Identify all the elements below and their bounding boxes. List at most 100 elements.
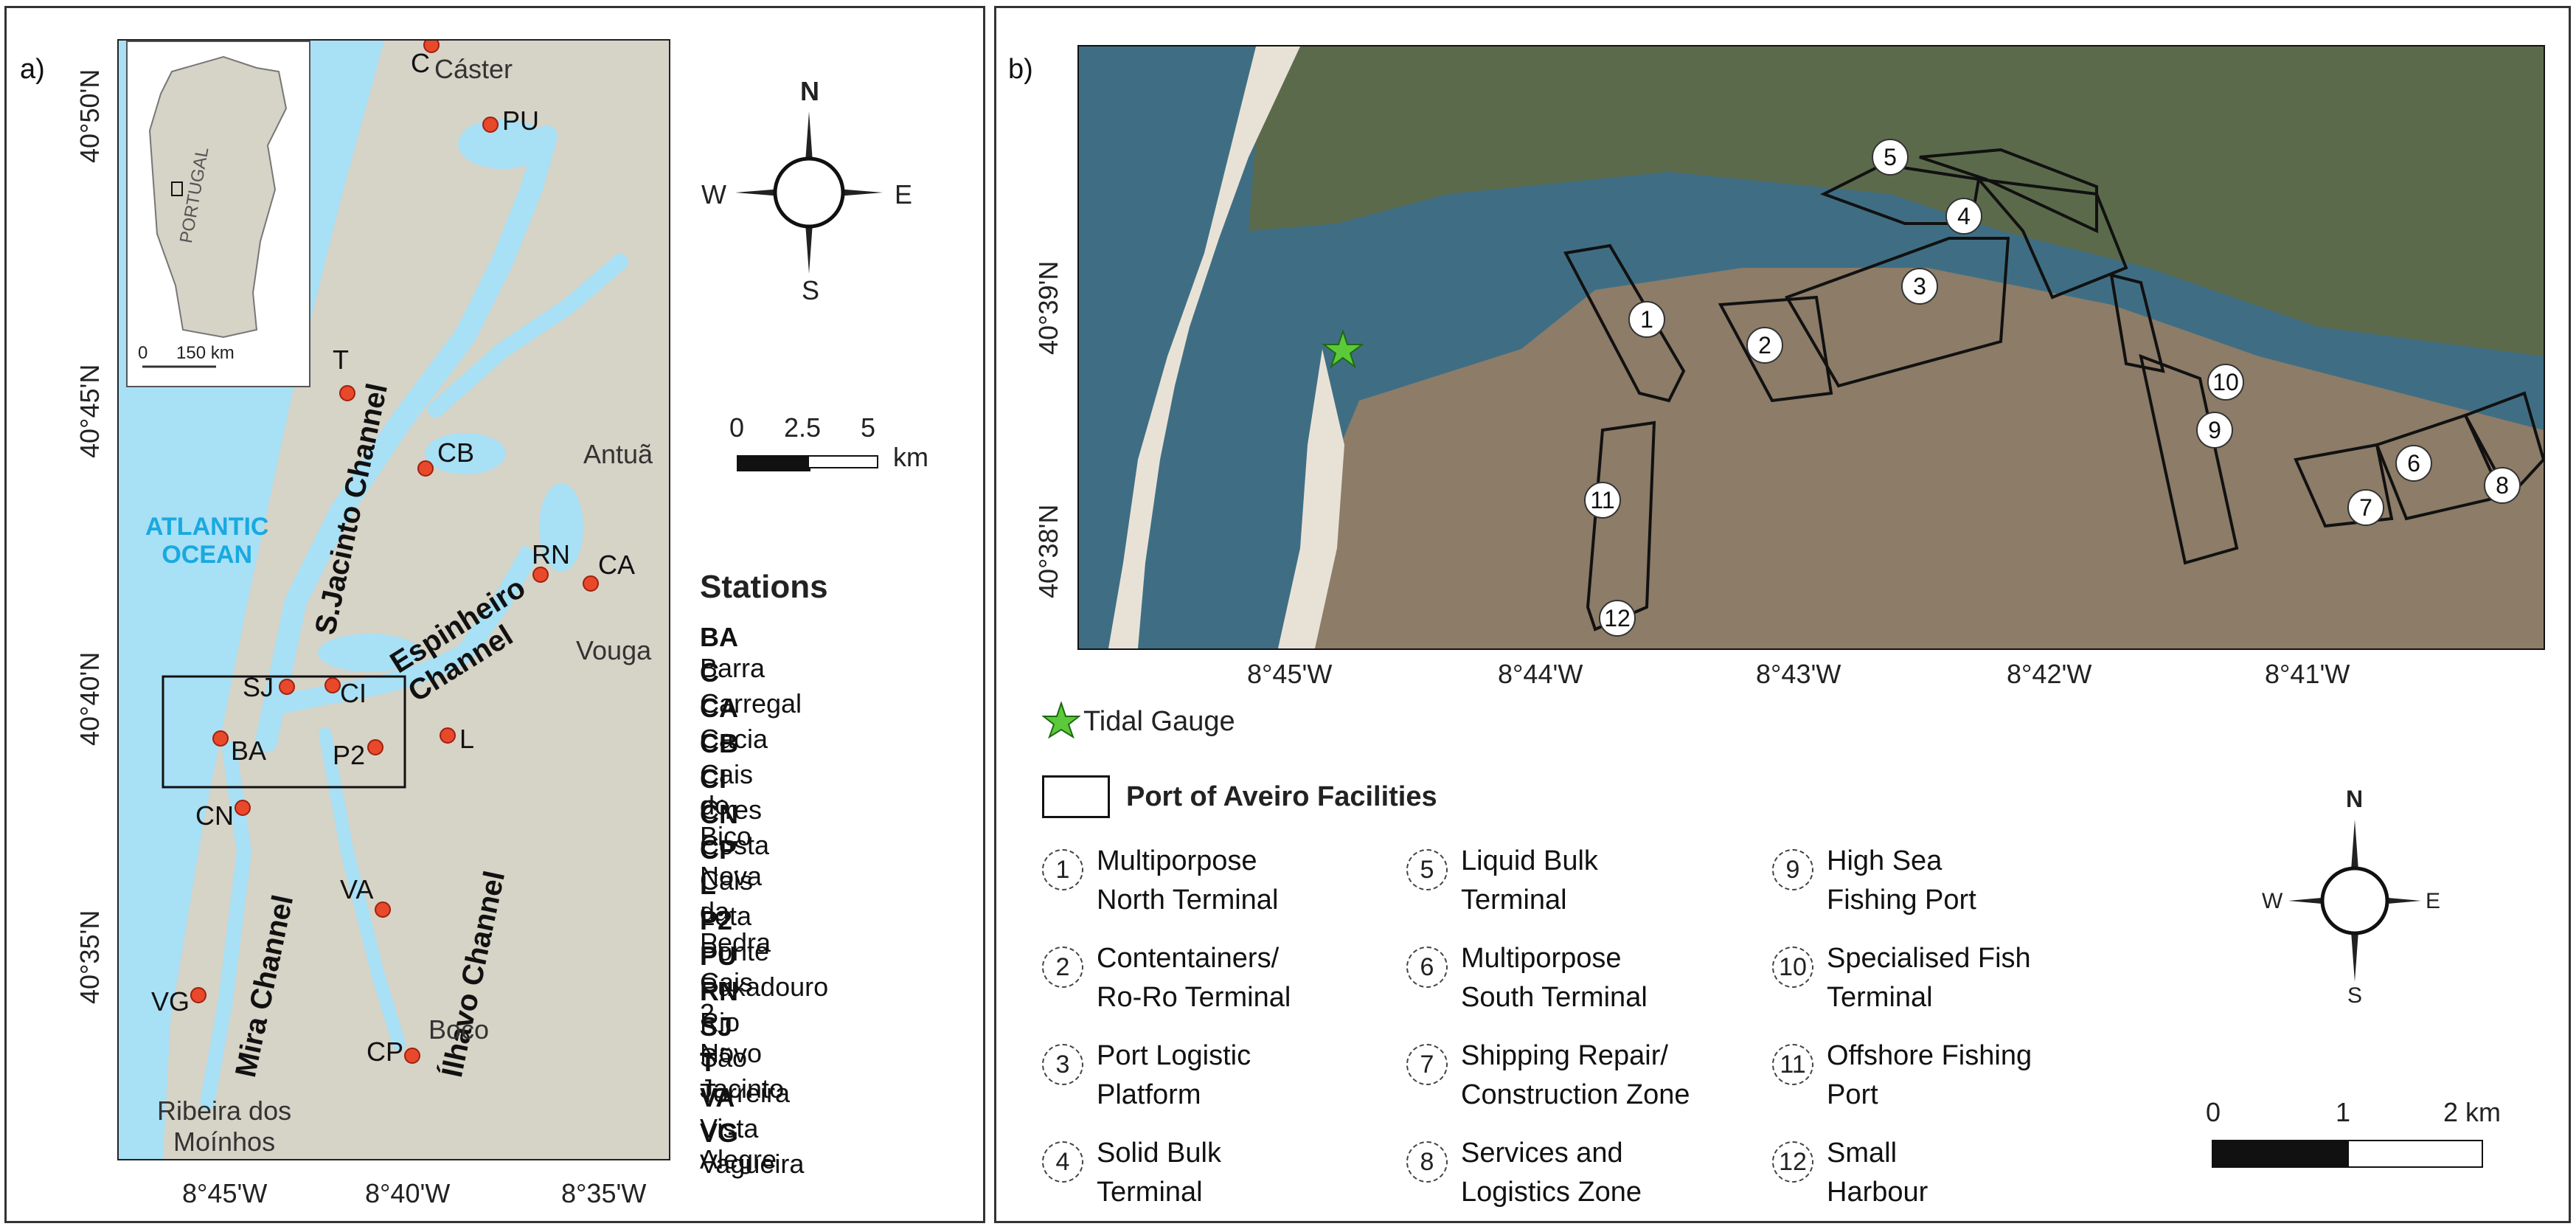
tidal-gauge-marker bbox=[1322, 328, 1364, 369]
panel-b: b) bbox=[994, 6, 2571, 1223]
legend-row: P2Ponte Cais 2 bbox=[700, 905, 770, 1028]
place-vouga: Vouga bbox=[576, 635, 652, 665]
tidal-gauge-label: Tidal Gauge bbox=[1083, 706, 1235, 737]
marker-label-p2: P2 bbox=[333, 740, 366, 770]
compass-a-icon bbox=[735, 111, 883, 274]
marker-label-cb: CB bbox=[437, 437, 475, 468]
map-facility-7: 7 bbox=[2347, 489, 2384, 526]
marker-label-pu: PU bbox=[502, 105, 540, 136]
lon-tick-b-3: 8°43'W bbox=[1756, 659, 1841, 689]
marker-label-ci: CI bbox=[340, 678, 367, 708]
lon-tick-b-1: 8°45'W bbox=[1247, 659, 1333, 689]
compass-b-icon bbox=[2288, 820, 2421, 982]
lat-tick-a-2: 40°45'N bbox=[74, 364, 105, 458]
tidal-gauge-icon bbox=[1042, 702, 1080, 738]
map-facility-8: 8 bbox=[2484, 467, 2521, 504]
legend-row: CACacia bbox=[700, 693, 768, 754]
marker-label-c: C bbox=[411, 48, 430, 78]
compass-b: N S E W bbox=[2262, 786, 2443, 1011]
satellite-map-svg bbox=[1108, 46, 2544, 648]
lon-tick-a-2: 8°40'W bbox=[365, 1178, 451, 1208]
map-facility-9: 9 bbox=[2196, 412, 2233, 449]
lat-tick-b-1: 40°39'N bbox=[1033, 260, 1063, 355]
legend-row: SJSão Jacinto bbox=[700, 1011, 785, 1104]
scale-a-2: 5 bbox=[861, 412, 876, 443]
legend-row: CCarregal bbox=[700, 657, 802, 719]
map-a: PORTUGAL 0 150 km ATLANTIC OCEAN S.Jacin… bbox=[117, 39, 670, 1160]
marker-label-vg: VG bbox=[151, 986, 190, 1017]
legend-row: VAVista Alegre bbox=[700, 1082, 777, 1174]
scale-a-0: 0 bbox=[729, 412, 745, 443]
ocean-label: ATLANTIC OCEAN bbox=[145, 513, 269, 569]
marker-label-ba: BA bbox=[231, 736, 267, 766]
stations-title: Stations bbox=[700, 569, 828, 605]
facilities-title: Port of Aveiro Facilities bbox=[1126, 781, 1437, 812]
scale-a-1: 2.5 bbox=[784, 412, 822, 443]
facilities-swatch bbox=[1042, 775, 1110, 818]
legend-row: LLota bbox=[700, 870, 752, 931]
marker-label-l: L bbox=[459, 724, 475, 754]
scale-b-2: 2 km bbox=[2443, 1097, 2502, 1127]
inset-map: PORTUGAL 0 150 km bbox=[126, 41, 310, 387]
map-facility-10: 10 bbox=[2207, 364, 2244, 401]
inset-scale-start: 0 bbox=[138, 343, 148, 363]
scale-b-0: 0 bbox=[2206, 1097, 2221, 1127]
compass-a-e: E bbox=[895, 179, 913, 210]
legend-row: BABarra bbox=[700, 622, 765, 683]
map-facility-2: 2 bbox=[1746, 327, 1783, 364]
map-facility-3: 3 bbox=[1901, 268, 1938, 305]
compass-b-w: W bbox=[2262, 889, 2283, 913]
map-facility-12: 12 bbox=[1599, 600, 1636, 637]
map-facility-4: 4 bbox=[1945, 198, 1982, 235]
compass-a-w: W bbox=[701, 179, 726, 210]
legend-row: CBCais do Bico bbox=[700, 728, 754, 851]
satellite-map: 1 2 3 4 5 6 7 8 9 10 11 12 bbox=[1077, 45, 2545, 650]
place-caster: Cáster bbox=[434, 54, 513, 84]
marker-label-va: VA bbox=[340, 874, 374, 904]
legend-row: CNCosta Nova bbox=[700, 799, 770, 891]
map-facility-11: 11 bbox=[1584, 482, 1621, 519]
place-antua: Antuã bbox=[583, 439, 653, 469]
lon-tick-a-3: 8°35'W bbox=[561, 1178, 647, 1208]
legend-row: CPCais da Pedra bbox=[700, 834, 771, 958]
inset-map-svg bbox=[142, 55, 288, 368]
place-ribeira: Ribeira dos Moínhos bbox=[157, 1096, 292, 1157]
map-facility-1: 1 bbox=[1628, 301, 1665, 338]
compass-b-n: N bbox=[2346, 786, 2364, 812]
marker-label-ca: CA bbox=[598, 550, 636, 580]
compass-a: N S E W bbox=[701, 76, 912, 305]
lat-tick-a-3: 40°40'N bbox=[74, 651, 105, 746]
panel-a-label: a) bbox=[20, 54, 45, 85]
scale-bar-a: 0 2.5 5 km bbox=[729, 412, 958, 486]
compass-a-n: N bbox=[800, 76, 819, 106]
lat-tick-a-1: 40°50'N bbox=[74, 69, 105, 163]
panel-b-label: b) bbox=[1008, 54, 1033, 85]
scale-b-1: 1 bbox=[2336, 1097, 2351, 1127]
legend-row: VGVagueira bbox=[700, 1118, 805, 1179]
place-boco: Boco bbox=[428, 1014, 490, 1045]
panel-a: a) bbox=[4, 6, 985, 1223]
map-facility-5: 5 bbox=[1872, 139, 1909, 176]
inset-scale-end: 150 km bbox=[176, 343, 235, 363]
legend-row: RNRio Novo bbox=[700, 976, 763, 1068]
marker-label-t: T bbox=[333, 345, 349, 375]
lat-tick-b-2: 40°38'N bbox=[1033, 504, 1063, 598]
legend-row: PUPuxadouro bbox=[700, 941, 829, 1002]
station-markers bbox=[190, 41, 599, 1064]
marker-label-cn: CN bbox=[195, 800, 234, 831]
map-facility-6: 6 bbox=[2395, 445, 2432, 482]
scale-bar-b: 0 1 2 km bbox=[2206, 1097, 2560, 1178]
compass-b-s: S bbox=[2347, 983, 2363, 1008]
lon-tick-b-4: 8°42'W bbox=[2007, 659, 2092, 689]
